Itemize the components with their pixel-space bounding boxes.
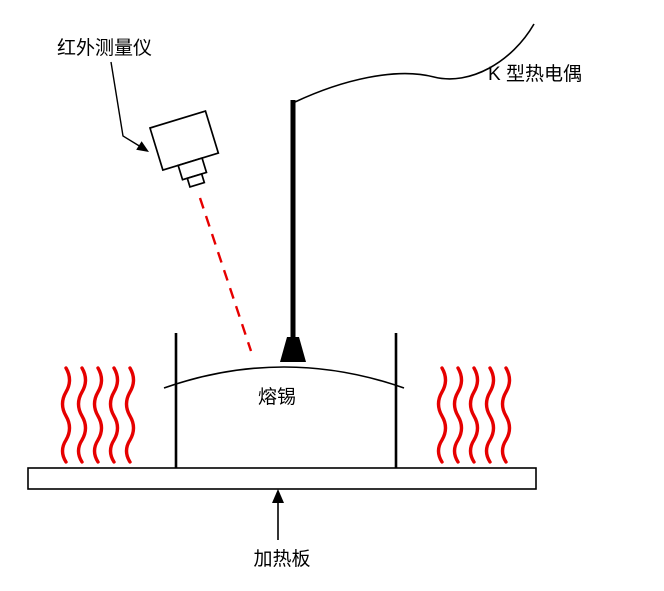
- heat-wave-line: [436, 366, 448, 464]
- thermocouple-label: K 型热电偶: [488, 63, 582, 85]
- heating-plate-arrowhead: [272, 489, 284, 503]
- heating-plate-label: 加热板: [253, 548, 310, 570]
- heat-wave-line: [76, 366, 88, 464]
- heat-wave-line: [500, 366, 512, 464]
- molten-tin-label: 熔锡: [258, 386, 296, 408]
- infrared-meter-label: 红外测量仪: [57, 37, 152, 59]
- molten-solder-dome: [163, 366, 405, 389]
- heat-waves-left: [60, 366, 136, 464]
- thermocouple-wire: [294, 23, 535, 103]
- heat-wave-line: [60, 366, 72, 464]
- thermocouple-tip: [280, 337, 306, 362]
- heat-wave-line: [92, 366, 104, 464]
- infrared-beam-dashed: [198, 197, 253, 352]
- infrared-label-leader: [110, 61, 142, 148]
- infrared-label-arrowhead: [136, 141, 149, 152]
- heat-wave-line: [452, 366, 464, 464]
- infrared-meter-body: [148, 109, 220, 172]
- infrared-meter-device: [148, 109, 220, 188]
- heat-wave-line: [484, 366, 496, 464]
- heating-plate: [27, 467, 537, 490]
- heat-waves-right: [436, 366, 512, 464]
- heat-wave-line: [108, 366, 120, 464]
- heat-wave-line: [468, 366, 480, 464]
- infrared-meter-lens-tip: [186, 172, 206, 188]
- heat-wave-line: [124, 366, 136, 464]
